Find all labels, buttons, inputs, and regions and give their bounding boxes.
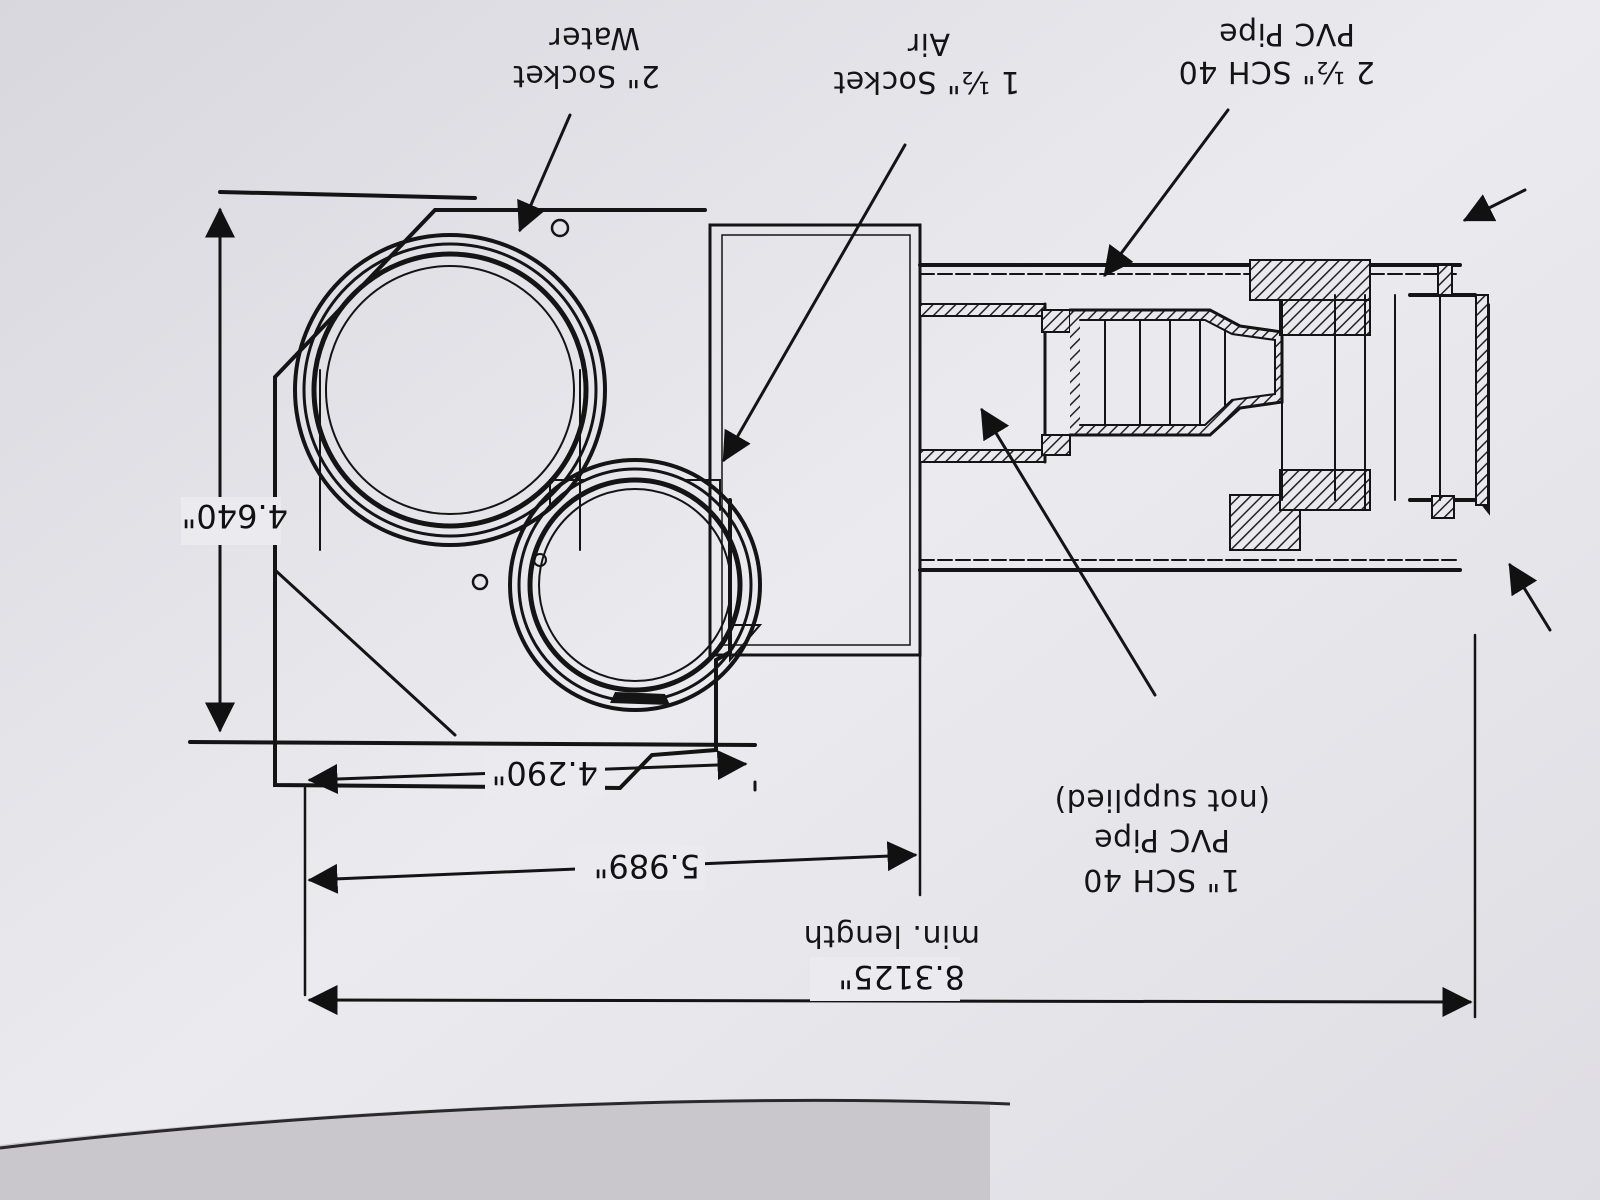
water-socket <box>293 233 607 551</box>
water-socket-label-line2: Water <box>549 20 640 55</box>
paper-fold-edge <box>0 1099 1011 1150</box>
big-pipe-label-line2: PVC Pipe <box>1219 16 1355 51</box>
dim-overall-length: 8.3125" <box>838 958 965 996</box>
small-pipe-label-line3: (not supplied) <box>1054 782 1270 817</box>
leaders <box>517 108 1552 697</box>
small-pipe-label-line1: 1" SCH 40 <box>1083 862 1240 897</box>
dim-height: 4.640" <box>182 497 288 535</box>
air-socket-label-line2: Air <box>907 26 950 61</box>
air-socket <box>508 458 763 712</box>
dim-width-outlet: 5.989" <box>594 847 700 885</box>
air-socket-label-line1: 1 ½" Socket <box>833 64 1020 99</box>
pvc-assembly <box>918 259 1490 572</box>
small-pipe-label-line2: PVC Pipe <box>1094 822 1230 857</box>
labels: 2" Socket Water 1 ½" Socket Air 2 ½" SCH… <box>181 16 1375 1001</box>
big-pipe-label-line1: 2 ½" SCH 40 <box>1178 54 1375 89</box>
water-socket-label-line1: 2" Socket <box>513 58 660 93</box>
dim-width-body: 4.290" <box>492 754 598 792</box>
drawing-rotated <box>188 108 1552 1019</box>
min-length-note: min. length <box>803 918 980 953</box>
